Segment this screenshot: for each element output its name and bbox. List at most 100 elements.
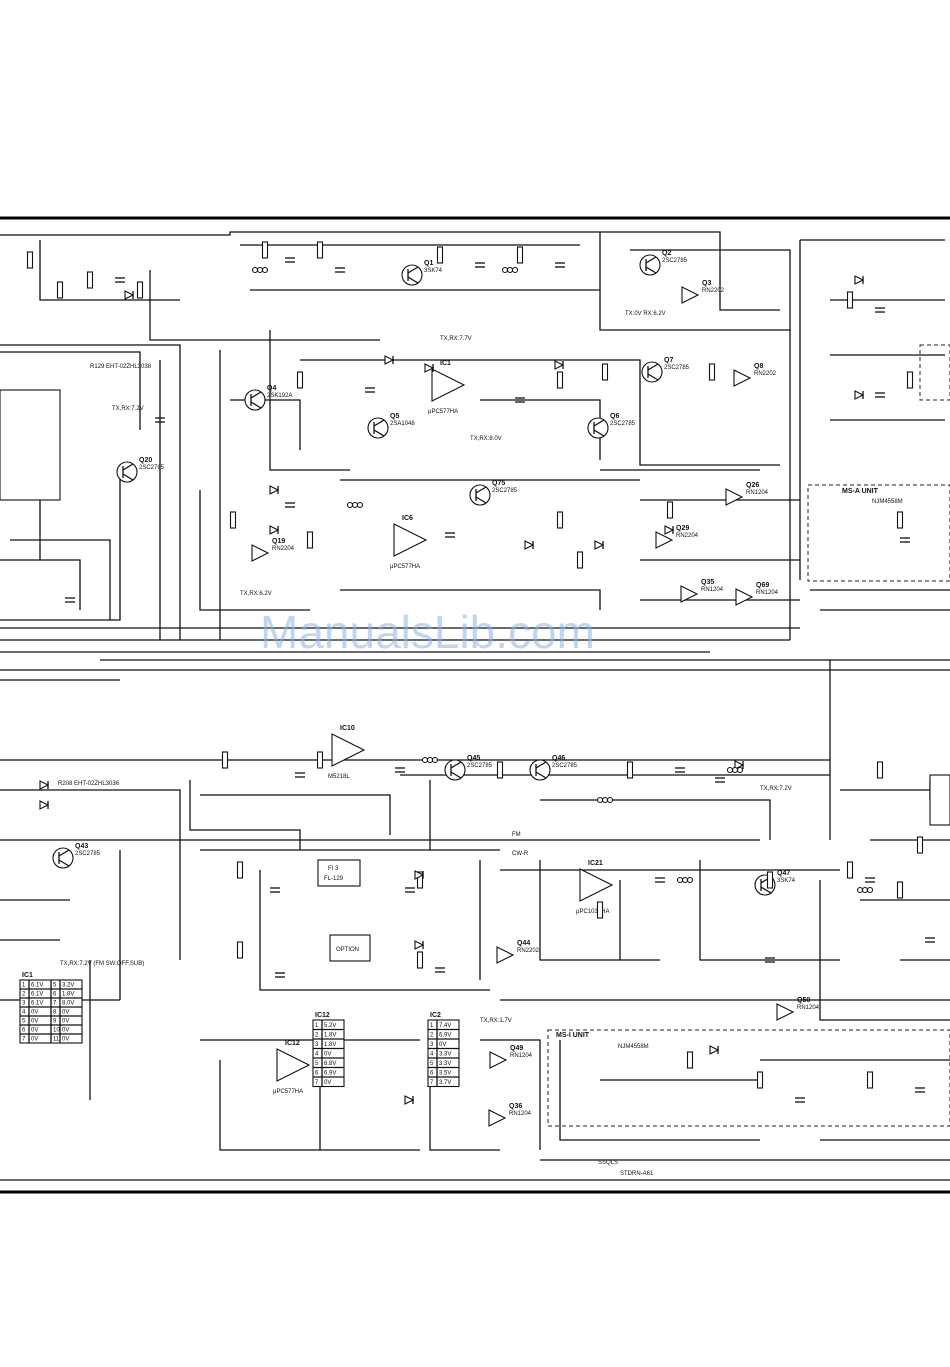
table-cell: 5 [315,1061,319,1067]
net-label-ssqls: SSQLS [598,1160,618,1166]
net-label-r208: R208 EHT-02ZHL3036 [58,781,120,787]
diode [854,390,865,400]
capacitor [405,887,415,893]
transistor-layer: Q13SK74Q22SC2785Q3RN2202Q42SK192AQ52SA10… [52,250,820,1127]
capacitor [65,597,75,603]
table-cell: 3 [315,1042,319,1048]
inductor [596,796,614,804]
table-cell: 0V [62,1010,69,1016]
transistor-part-label: RN2202 [702,288,725,294]
transistor-ref-label: Q29 [676,525,689,532]
table-cell: 4 [315,1052,319,1058]
table-cell: 0V [62,1037,69,1043]
table-cell: 6.1V [31,992,43,998]
right-connector-block [929,774,950,826]
passive-layer [26,241,935,1105]
rail-label-4: TX,RX:6.2V [240,591,272,597]
table-cell: 1.8V [324,1033,336,1039]
resistor [846,291,854,309]
ms-a-unit-part: NJM4558M [872,499,903,505]
resistor [896,881,904,899]
capacitor [875,392,885,398]
capacitor [115,277,125,283]
table-cell: 0V [62,1019,69,1025]
table-cell: 8 [53,1010,57,1016]
ms-i-unit-box [547,1029,950,1127]
ic-part-label: μPC577HA [273,1089,303,1095]
table-cell: 7.4V [439,1023,451,1029]
table-cell: 1 [315,1023,319,1029]
transistor-part-label: RN1204 [701,587,724,593]
diode [709,1045,720,1055]
capacitor [155,417,165,423]
ms-i-unit-part: NJM4558M [618,1044,649,1050]
table-cell: 9 [53,1019,57,1025]
rail-label-2: TX,RX:7.2V [112,406,144,412]
table-cell: 7 [315,1080,319,1086]
resistor [306,531,314,549]
resistor [601,363,609,381]
table-cell: 3.7V [439,1080,451,1086]
rail-label-7: TX,RX:7.2V (FM SW:OFF,SUB) [60,961,144,967]
transistor-ref-label: Q35 [701,579,714,586]
capacitor [475,262,485,268]
ic-ref-label: IC21 [588,860,603,867]
rail-label-8: TX,RX:1.7V [480,1018,512,1024]
diode [269,525,280,535]
table-cell: 2 [315,1033,319,1039]
resistor [261,241,269,259]
resistor [26,251,34,269]
diode [414,940,425,950]
resistor [576,551,584,569]
right-unit-box [919,344,950,401]
transistor-part-label: RN2204 [272,546,295,552]
ic-part-label: M5218L [328,774,350,780]
lower-wiring [0,759,950,1181]
inductor [856,886,874,894]
table-cell: 0V [31,1028,38,1034]
ic-ref-label: IC10 [340,725,355,732]
resistor [86,271,94,289]
table-cell: 8.0V [62,1001,74,1007]
table-cell: 5 [430,1061,434,1067]
capacitor [865,877,875,883]
table-cell: 0V [439,1042,446,1048]
transistor-ref-label: Q47 [777,870,790,877]
table-cell: 3.3V [439,1061,451,1067]
diode [39,780,50,790]
transistor-part-label: RN2202 [754,371,777,377]
capacitor [275,972,285,978]
watermark: ManualsLib.com [260,606,595,658]
upper-wiring [0,231,950,760]
resistor [56,281,64,299]
table-title: IC1 [22,972,33,979]
ms-a-unit-title: MS-A UNIT [842,488,879,495]
transistor-ref-label: Q26 [746,482,759,489]
transistor-ref-label: Q36 [509,1103,522,1110]
table-cell: 1 [430,1023,434,1029]
ic-layer: IC1μPC577HAIC6μPC577HAIC10M5218LIC12μPC5… [273,360,614,1095]
capacitor [395,767,405,773]
resistor [916,836,924,854]
resistor [236,941,244,959]
transistor-ref-label: Q46 [552,755,565,762]
diode [414,870,425,880]
resistor [626,761,634,779]
transistor-part-label: 3SK74 [777,878,796,884]
transistor-ref-label: Q69 [756,582,769,589]
transistor-part-label: 2SC2785 [662,258,688,264]
resistor [876,761,884,779]
